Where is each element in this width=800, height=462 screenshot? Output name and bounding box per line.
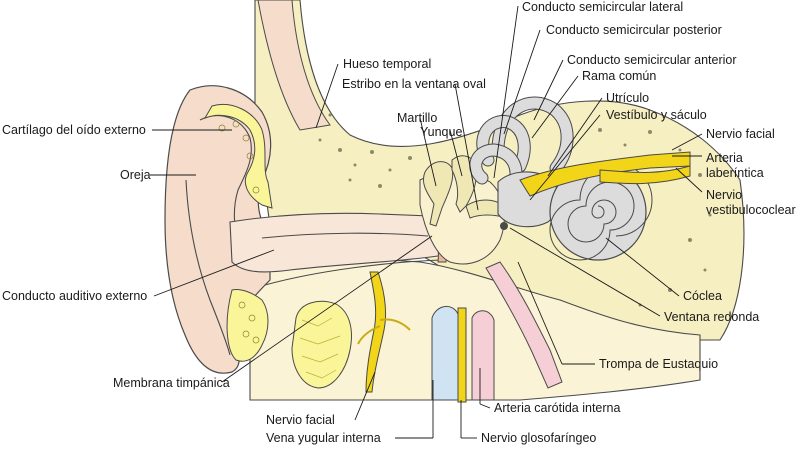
label-coclea: Cóclea: [683, 289, 722, 303]
label-martillo: Martillo: [397, 111, 437, 125]
helix-contour: [199, 115, 252, 246]
leader-lines: [150, 5, 703, 439]
label-vestibulococlear: vestibulococlear: [706, 203, 796, 217]
temporal-skin-strip: [257, 0, 331, 131]
parotid-lobules: [299, 317, 341, 379]
glossopharyngeal-nerve: [457, 307, 467, 403]
label-estribo: Estribo en la ventana oval: [342, 77, 486, 91]
ear-canal: [229, 212, 446, 273]
label-vena-yugular: Vena yugular interna: [266, 431, 381, 445]
label-nervio-facial-right: Nervio facial: [706, 127, 775, 141]
canal-floor-line: [264, 259, 441, 286]
label-yunque: Yunque: [420, 125, 462, 139]
label-conducto-semicircular-posterior: Conducto semicircular posterior: [546, 23, 722, 37]
label-trompa-eustaquio: Trompa de Eustaquio: [599, 357, 718, 371]
round-window: [500, 222, 508, 230]
internal-carotid-artery: [471, 310, 495, 401]
label-ventana-redonda: Ventana redonda: [664, 310, 759, 324]
label-membrana-timpanica: Membrana timpánica: [113, 376, 230, 390]
malleus: [422, 161, 454, 227]
vestibulocochlear-nerve-branch: [599, 165, 691, 185]
auricular-cartilage-upper: [203, 104, 273, 209]
label-hueso-temporal: Hueso temporal: [343, 57, 431, 71]
facial-nerve-branches: [357, 318, 411, 345]
label-arteria: Arteria: [706, 151, 743, 165]
antihelix-contour: [185, 179, 231, 356]
label-vestibulo-saculo: Vestíbulo y sáculo: [606, 108, 707, 122]
eustachian-tube: [485, 261, 563, 389]
label-laberintica: laberíntica: [706, 166, 764, 180]
label-conducto-auditivo: Conducto auditivo externo: [2, 289, 147, 303]
label-arteria-carotida: Arteria carótida interna: [494, 401, 621, 415]
internal-jugular-vein: [431, 306, 459, 401]
label-nervio-facial-bottom: Nervio facial: [266, 413, 335, 427]
canal-inner-line: [261, 232, 429, 239]
cartilage-cells: [218, 120, 260, 344]
label-oreja: Oreja: [120, 168, 151, 182]
semicircular-canal-lateral-fill: [470, 144, 522, 190]
facial-nerve-lower: [365, 271, 387, 393]
auricular-cartilage-lower: [226, 289, 269, 362]
label-nervio-glosofaringeo: Nervio glosofaríngeo: [481, 431, 596, 445]
label-cartilago: Cartílago del oído externo: [2, 123, 146, 137]
label-nervio: Nervio: [706, 188, 742, 202]
label-utriculo: Utrículo: [606, 91, 649, 105]
label-rama-comun: Rama común: [582, 69, 656, 83]
label-conducto-semicircular-anterior: Conducto semicircular anterior: [567, 53, 737, 67]
label-conducto-semicircular-lateral: Conducto semicircular lateral: [522, 0, 683, 14]
